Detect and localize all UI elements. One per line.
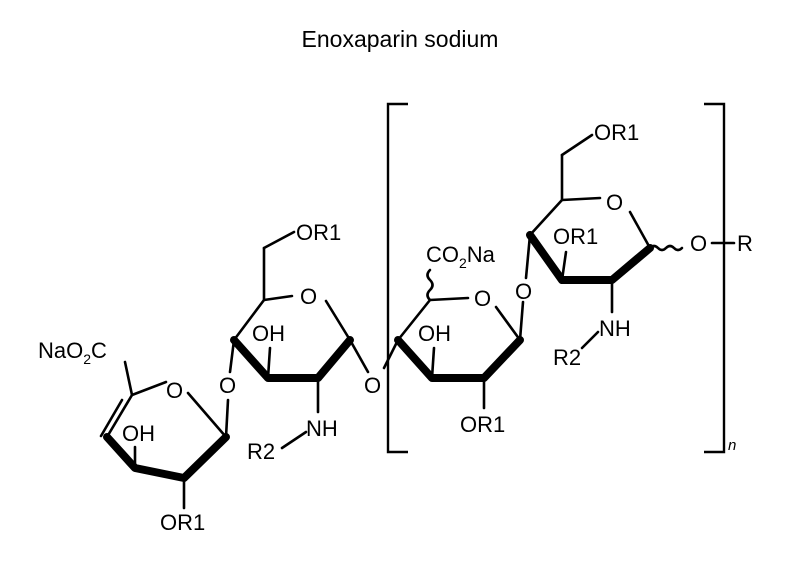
label-glycosidic-o-ab: O — [219, 373, 236, 398]
label-ring-oxygen-d: O — [606, 190, 623, 215]
repeat-bracket-right — [704, 102, 726, 454]
ring-glucosamine-right — [524, 133, 736, 350]
label-nao2c-left: NaO2C — [38, 338, 107, 367]
label-r2-b: R2 — [247, 439, 275, 464]
label-co2na-c: CO2Na — [426, 242, 496, 271]
label-r: R — [737, 231, 753, 256]
label-ring-oxygen-a: O — [166, 378, 183, 403]
molecule-title: Enoxaparin sodium — [301, 26, 499, 52]
label-or1-d: OR1 — [553, 224, 598, 249]
label-or1-c: OR1 — [460, 412, 505, 437]
label-ring-oxygen-c: O — [474, 286, 491, 311]
label-or1-d-top: OR1 — [594, 120, 639, 145]
ring-glucosamine-left — [228, 230, 370, 450]
label-r2-d: R2 — [553, 345, 581, 370]
label-or1-a: OR1 — [160, 510, 205, 535]
ring-uronate-terminal — [99, 360, 230, 510]
label-oh-c: OH — [418, 321, 451, 346]
label-oh-b: OH — [252, 321, 285, 346]
label-nh-d: NH — [599, 316, 631, 341]
ring-iduronate — [382, 268, 525, 410]
label-repeat-n: n — [728, 437, 736, 454]
label-oh-a: OH — [122, 421, 155, 446]
label-or1-b: OR1 — [296, 220, 341, 245]
label-glycosidic-o-cd: O — [515, 279, 532, 304]
repeat-bracket-left — [386, 102, 408, 454]
label-glycosidic-o-bc: O — [364, 373, 381, 398]
label-terminal-o: O — [690, 231, 707, 256]
label-ring-oxygen-b: O — [300, 284, 317, 309]
label-nh-b: NH — [306, 416, 338, 441]
